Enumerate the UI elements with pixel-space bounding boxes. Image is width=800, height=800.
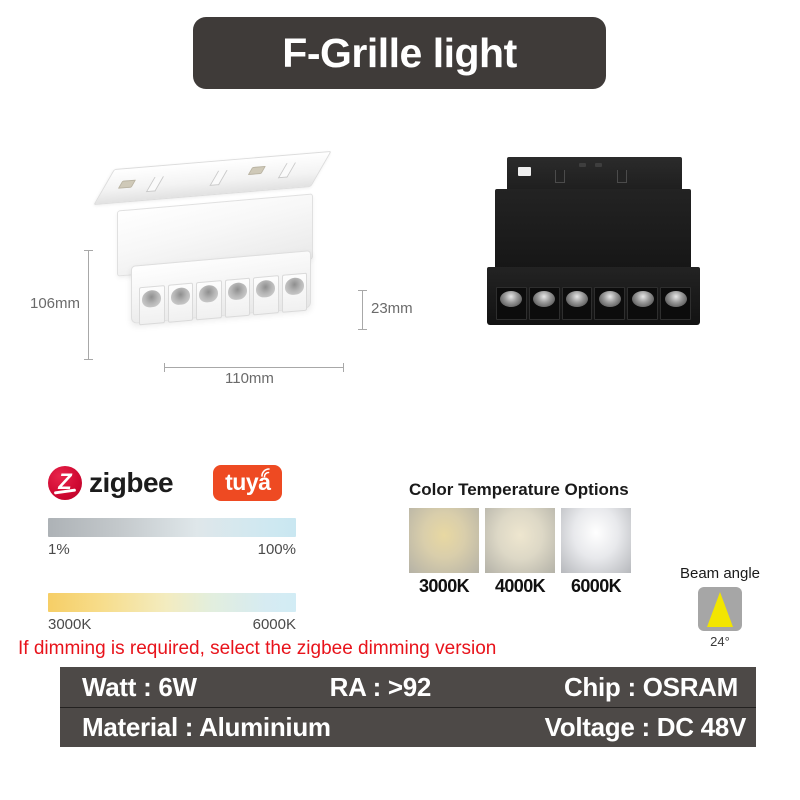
led-cell — [167, 282, 193, 323]
height-dimension-label: 106mm — [30, 295, 81, 312]
page-title: F-Grille light — [282, 29, 517, 76]
led-cell — [139, 285, 165, 326]
black-track-rail — [507, 157, 682, 195]
depth-dimension-label: 23mm — [371, 300, 413, 317]
led-cell — [528, 287, 560, 320]
cct-gradient-bar — [48, 593, 296, 612]
cct-swatch-6000k — [561, 508, 631, 573]
black-led-cell-group — [496, 287, 691, 320]
rail-clip-icon — [145, 176, 164, 193]
beam-angle-value: 24° — [710, 634, 730, 649]
dimming-min-label: 1% — [48, 541, 70, 558]
cct-label-6000k: 6000K — [570, 576, 622, 596]
cct-min-label: 3000K — [48, 616, 92, 633]
led-cell — [660, 287, 691, 320]
cct-label-3000k: 3000K — [418, 576, 470, 596]
width-dimension-line — [164, 363, 344, 372]
dimming-warning-text: If dimming is required, select the zigbe… — [18, 638, 497, 659]
led-cell — [561, 287, 593, 320]
zigbee-z-glyph: Z — [58, 469, 72, 494]
certification-logo-row: Z zigbee tuya — [48, 462, 283, 504]
cct-label-4000k: 4000K — [494, 576, 546, 596]
rail-clip-icon — [617, 170, 627, 183]
spec-ra: RA : >92 — [329, 671, 432, 702]
zigbee-mark-icon: Z — [48, 466, 82, 500]
rail-contact-icon — [117, 179, 137, 189]
rail-clip-icon — [277, 162, 296, 179]
led-cell — [281, 272, 307, 313]
height-dimension-line — [84, 250, 93, 360]
rail-contact-icon — [247, 165, 266, 176]
cct-swatch-3000k — [409, 508, 479, 573]
white-fixture-image — [93, 150, 345, 360]
tuya-logo: tuya — [213, 465, 283, 501]
led-cell — [224, 277, 250, 318]
rail-dot-icon — [595, 163, 602, 167]
rail-clip-icon — [209, 170, 228, 186]
black-fixture-body — [495, 189, 691, 271]
color-temperature-options-block: Color Temperature Options 3000K 4000K 60… — [409, 480, 631, 597]
spec-voltage: Voltage : DC 48V — [544, 712, 747, 742]
cct-swatch-4000k — [485, 508, 555, 573]
black-fixture-image — [487, 157, 702, 362]
spec-material: Material : Aluminium — [82, 712, 331, 742]
cct-max-label: 6000K — [252, 616, 296, 633]
cct-swatch-group — [409, 508, 631, 573]
product-title-banner: F-Grille light — [193, 17, 606, 89]
led-cell — [196, 280, 222, 321]
beam-angle-icon — [698, 587, 742, 631]
zigbee-logo: Z zigbee — [48, 466, 174, 500]
led-cell — [253, 275, 279, 316]
dimming-gradient-bar — [48, 518, 296, 537]
beam-angle-block: Beam angle 24° — [664, 565, 776, 649]
width-dimension-label: 110mm — [225, 370, 274, 387]
depth-dimension-line — [358, 290, 367, 330]
cct-swatch-labels: 3000K 4000K 6000K — [409, 576, 631, 597]
led-cell — [496, 287, 527, 320]
beam-angle-title: Beam angle — [679, 565, 761, 582]
beam-cone-icon — [707, 592, 733, 627]
led-cell — [627, 287, 659, 320]
specifications-table: Watt : 6W RA : >92 Chip : OSRAM Material… — [60, 667, 756, 747]
dimming-range-block: 1% 100% — [48, 518, 296, 558]
spec-chip: Chip : OSRAM — [563, 671, 738, 702]
rail-dot-icon — [579, 163, 586, 167]
spec-row-1: Watt : 6W RA : >92 Chip : OSRAM — [60, 667, 756, 707]
cct-range-block: 3000K 6000K — [48, 593, 296, 633]
rail-contact-icon — [518, 167, 531, 176]
spec-row-2: Material : Aluminium Voltage : DC 48V — [60, 707, 756, 747]
spec-watt: Watt : 6W — [82, 671, 197, 702]
color-temperature-title: Color Temperature Options — [409, 480, 629, 499]
led-cell — [594, 287, 626, 320]
product-photo-area: 106mm 23mm 110mm — [0, 105, 800, 425]
rail-clip-icon — [555, 170, 565, 183]
wifi-arc-icon — [261, 468, 271, 478]
dimming-max-label: 100% — [257, 541, 296, 558]
zigbee-wordmark: zigbee — [89, 467, 174, 498]
